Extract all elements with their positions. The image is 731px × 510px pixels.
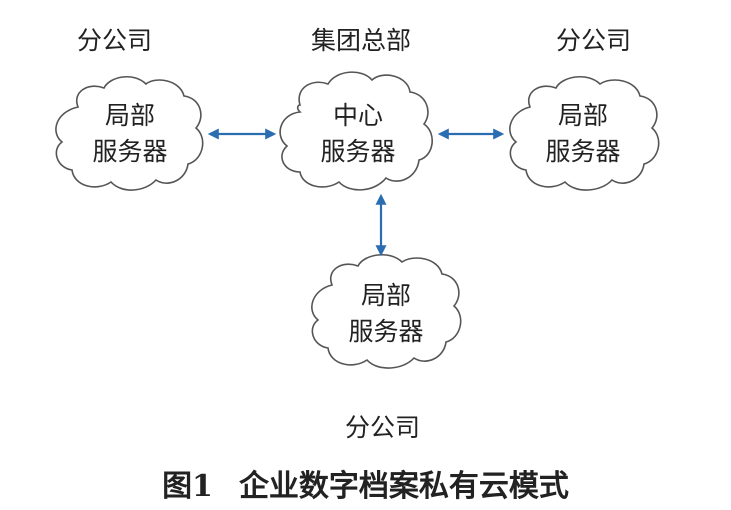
center-server-cloud: 中心 服务器 [279,71,433,191]
center-node-line2: 服务器 [320,137,395,166]
center-node-line1: 中心 [333,101,383,130]
left-node-line2: 服务器 [92,137,167,166]
right-node-line1: 局部 [558,101,608,130]
figure-title: 企业数字档案私有云模式 [238,469,569,504]
right-branch-label: 分公司 [556,26,632,55]
left-server-cloud: 局部 服务器 [55,76,204,191]
right-node-line2: 服务器 [545,137,620,166]
headquarters-label: 集团总部 [311,26,412,55]
bottom-node-line2: 服务器 [348,317,423,346]
left-node-line1: 局部 [105,101,155,130]
bottom-node-line1: 局部 [361,281,411,310]
right-server-cloud: 局部 服务器 [509,76,660,191]
figure-caption: 图1 企业数字档案私有云模式 [0,461,731,505]
figure-number: 图1 [162,469,213,504]
left-branch-label: 分公司 [77,26,153,55]
bottom-server-cloud: 局部 服务器 [311,254,462,369]
bottom-branch-label: 分公司 [345,413,421,442]
